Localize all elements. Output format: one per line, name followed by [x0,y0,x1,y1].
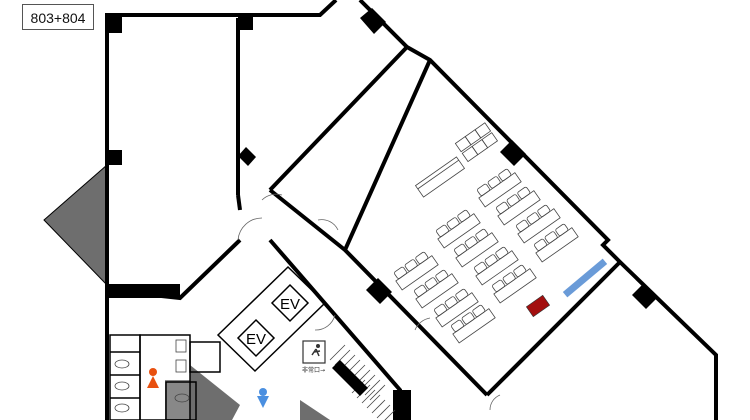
elevator-core: EV EV [216,265,327,373]
desk-with-chairs [454,228,499,268]
elevator-2-box [236,318,276,358]
female-restroom-icon [147,368,159,388]
shaded-void-left [43,163,108,287]
emergency-exit-sign: 非常口→ [302,340,326,374]
columns [107,8,658,420]
room-number-label: 803+804 [22,4,94,30]
podium [525,294,551,318]
emergency-exit-label: 非常口→ [302,366,325,374]
wall-classroom-left [268,59,432,254]
shaded-void-bottom-2 [300,400,330,420]
outer-wall-right [358,0,718,420]
shaded-void-bottom [190,365,240,420]
stacked-chairs [454,122,499,163]
desk-with-chairs [414,269,459,309]
whiteboard [562,258,608,298]
stair-tread [369,384,386,401]
stair-tread [384,409,396,420]
stair-tread [376,404,391,419]
desk-with-chairs [492,264,537,304]
elevator-2-label: EV [246,331,266,348]
wall-corridor-upper [236,194,242,211]
doors [237,193,501,411]
side-table [414,156,466,198]
desk-with-chairs [534,223,579,263]
desk-with-chairs [394,251,439,291]
restroom-area [109,334,221,420]
desk-with-chairs [451,304,496,344]
wall-core-right [268,238,402,420]
stair-tread [366,394,381,409]
desk-with-chairs [496,186,541,226]
wall-mid-diagonal [268,45,409,192]
stair-tread [329,344,346,361]
stair-tread [364,379,381,396]
wall-classroom-left-2 [343,248,489,397]
wall-right-room [485,260,622,397]
elevator-1-box [270,283,310,323]
outer-wall-top [105,0,338,420]
desk-with-chairs [516,204,561,244]
stair-landing [332,360,368,396]
elevator-1-label: EV [280,296,300,313]
classroom-desks [394,168,579,344]
shaded-stall [165,380,190,420]
desk-with-chairs [436,209,481,249]
desk-with-chairs [474,246,519,286]
stair-tread [371,399,386,414]
desk-with-chairs [477,168,522,208]
stair-tread [361,389,376,404]
desk-with-chairs [434,288,479,328]
down-arrow-marker-icon [257,388,269,408]
